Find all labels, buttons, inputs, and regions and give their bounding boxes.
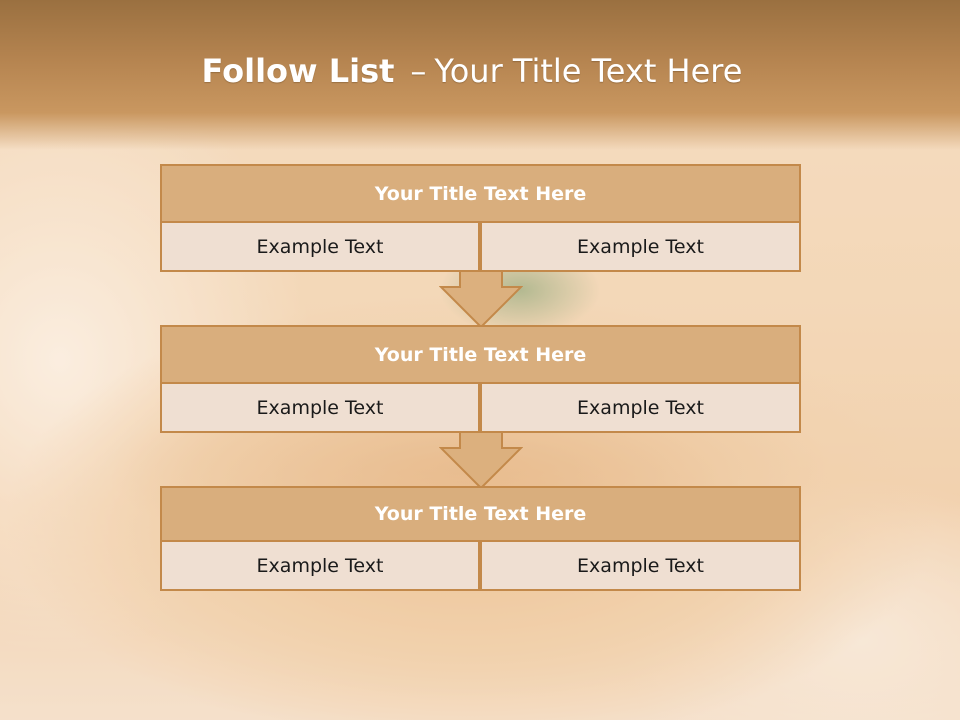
block-cell-left: Example Text	[160, 540, 480, 591]
list-block-2: Your Title Text Here Example Text Exampl…	[160, 325, 801, 433]
list-block-1: Your Title Text Here Example Text Exampl…	[160, 164, 801, 272]
list-block-3: Your Title Text Here Example Text Exampl…	[160, 486, 801, 592]
block-cell-right: Example Text	[480, 540, 801, 591]
slide-title-bold: Follow List	[201, 52, 395, 90]
block-title: Your Title Text Here	[160, 164, 801, 223]
block-title: Your Title Text Here	[160, 486, 801, 542]
block-cell-right: Example Text	[480, 382, 801, 433]
block-cell-right: Example Text	[480, 221, 801, 272]
block-cell-left: Example Text	[160, 382, 480, 433]
down-arrow-icon	[439, 431, 523, 489]
header-band	[0, 0, 960, 150]
down-arrow-icon	[439, 270, 523, 328]
block-cell-left: Example Text	[160, 221, 480, 272]
slide-title-separator: –	[410, 52, 427, 90]
block-title: Your Title Text Here	[160, 325, 801, 384]
slide-title: Follow List–Your Title Text Here	[0, 52, 944, 90]
slide-title-rest: Your Title Text Here	[434, 52, 743, 90]
